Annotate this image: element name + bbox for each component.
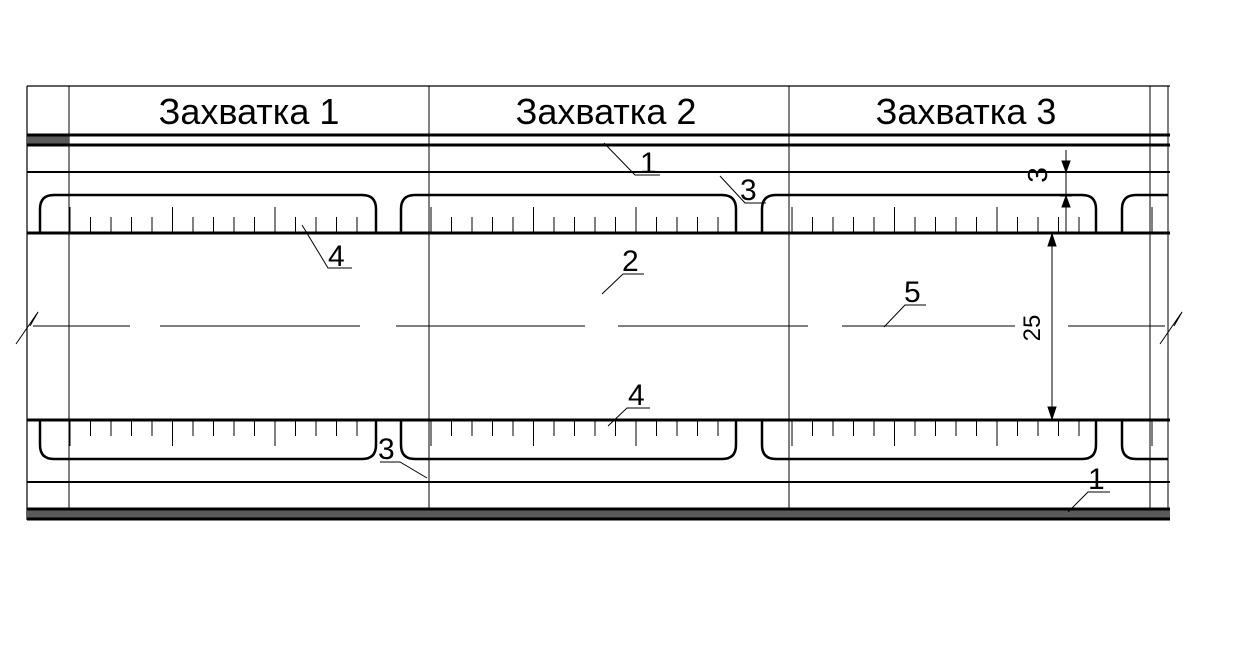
top-band-block (27, 134, 69, 146)
leader-axis-5 (883, 304, 926, 328)
callout-top-rack-4: 4 (328, 240, 345, 273)
leader-bottom-edge-1 (1067, 491, 1110, 513)
bottom-rack-3 (760, 420, 1098, 461)
top-rack-1 (38, 193, 378, 233)
leader-top-gap-3 (719, 175, 766, 204)
callouts (301, 142, 1110, 513)
callout-bottom-rack-4: 4 (628, 379, 645, 412)
leader-bottom-gap-3 (380, 461, 428, 479)
leader-center-2 (601, 273, 644, 295)
callout-bottom-edge-1: 1 (1088, 463, 1105, 496)
break-mark-left (15, 311, 39, 345)
leader-top-rack-4 (301, 224, 352, 269)
bottom-band-block (27, 508, 1170, 520)
dim-small-arrow-bottom (1061, 194, 1071, 208)
zone-title-2: Захватка 2 (516, 91, 697, 132)
callout-center-2: 2 (622, 245, 639, 278)
dim-small-label: 3 (1022, 167, 1053, 183)
dimensions (1047, 150, 1072, 421)
dim-large-arrow-bottom (1047, 406, 1057, 421)
leader-top-edge-1 (603, 142, 660, 176)
top-band (27, 133, 1170, 147)
top-rack-4 (1120, 193, 1168, 233)
dim-large-arrow-top (1047, 232, 1057, 247)
bottom-rack-4 (1120, 420, 1168, 461)
lane-lines (27, 171, 1170, 483)
frame (26, 85, 1170, 520)
callout-labels: 1 3 4 2 5 4 3 1 (328, 147, 1105, 496)
bottom-band (27, 507, 1170, 521)
top-rack-2 (399, 193, 738, 233)
dim-small-arrow-top (1061, 160, 1071, 174)
zone-title-3: Захватка 3 (876, 91, 1057, 132)
callout-bottom-gap-3: 3 (378, 433, 395, 466)
callout-top-gap-3: 3 (740, 174, 757, 207)
leader-bottom-rack-4 (607, 407, 650, 427)
zone-title-1: Захватка 1 (159, 91, 340, 132)
header-row: Захватка 1 Захватка 2 Захватка 3 (159, 91, 1057, 132)
bottom-rack-2 (399, 420, 738, 461)
callout-top-edge-1: 1 (640, 147, 657, 180)
dim-large-label: 25 (1019, 315, 1046, 342)
center-axis (15, 311, 1183, 345)
bottom-rack-1 (38, 420, 378, 461)
callout-axis-5: 5 (904, 276, 921, 309)
break-mark-right (1159, 311, 1183, 345)
